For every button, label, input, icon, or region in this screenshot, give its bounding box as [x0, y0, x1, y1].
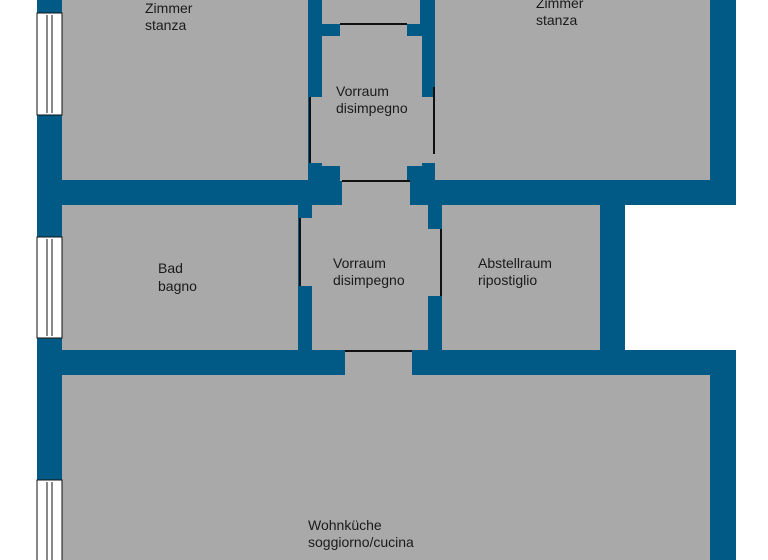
door-opening-1 — [342, 180, 410, 206]
room-labels: Zimmer stanza Zimmer stanza Vorraum disi… — [145, 0, 584, 550]
label-zimmer-right-it: stanza — [536, 12, 577, 28]
window-bad — [36, 236, 63, 339]
corridor-top — [322, 0, 420, 24]
label-vorraum-top-de: Vorraum — [336, 83, 389, 99]
room-abstellraum — [442, 205, 600, 350]
room-bad — [62, 205, 298, 350]
door-lines — [299, 23, 442, 352]
label-abstellraum-de: Abstellraum — [478, 255, 552, 271]
room-wohnkueche — [62, 375, 710, 560]
label-vorraum-top-it: disimpegno — [336, 100, 408, 116]
label-wohnkueche-it: soggiorno/cucina — [308, 534, 414, 550]
label-bad-it: bagno — [158, 278, 197, 294]
label-zimmer-left-it: stanza — [145, 17, 186, 33]
floors — [62, 0, 710, 560]
label-zimmer-right-de: Zimmer — [536, 0, 584, 11]
windows — [36, 12, 63, 560]
room-zimmer-left — [62, 0, 308, 180]
door-opening-2 — [345, 350, 412, 376]
room-vorraum-middle — [312, 205, 428, 350]
label-vorraum-middle-it: disimpegno — [333, 272, 405, 288]
label-bad-de: Bad — [158, 260, 183, 276]
room-zimmer-right — [435, 0, 710, 180]
label-zimmer-left-de: Zimmer — [145, 0, 193, 16]
label-vorraum-middle-de: Vorraum — [333, 255, 386, 271]
window-zimmer — [36, 12, 63, 116]
label-wohnkueche-de: Wohnküche — [308, 517, 382, 533]
window-wohnkueche — [36, 479, 63, 560]
label-abstellraum-it: ripostiglio — [478, 272, 537, 288]
